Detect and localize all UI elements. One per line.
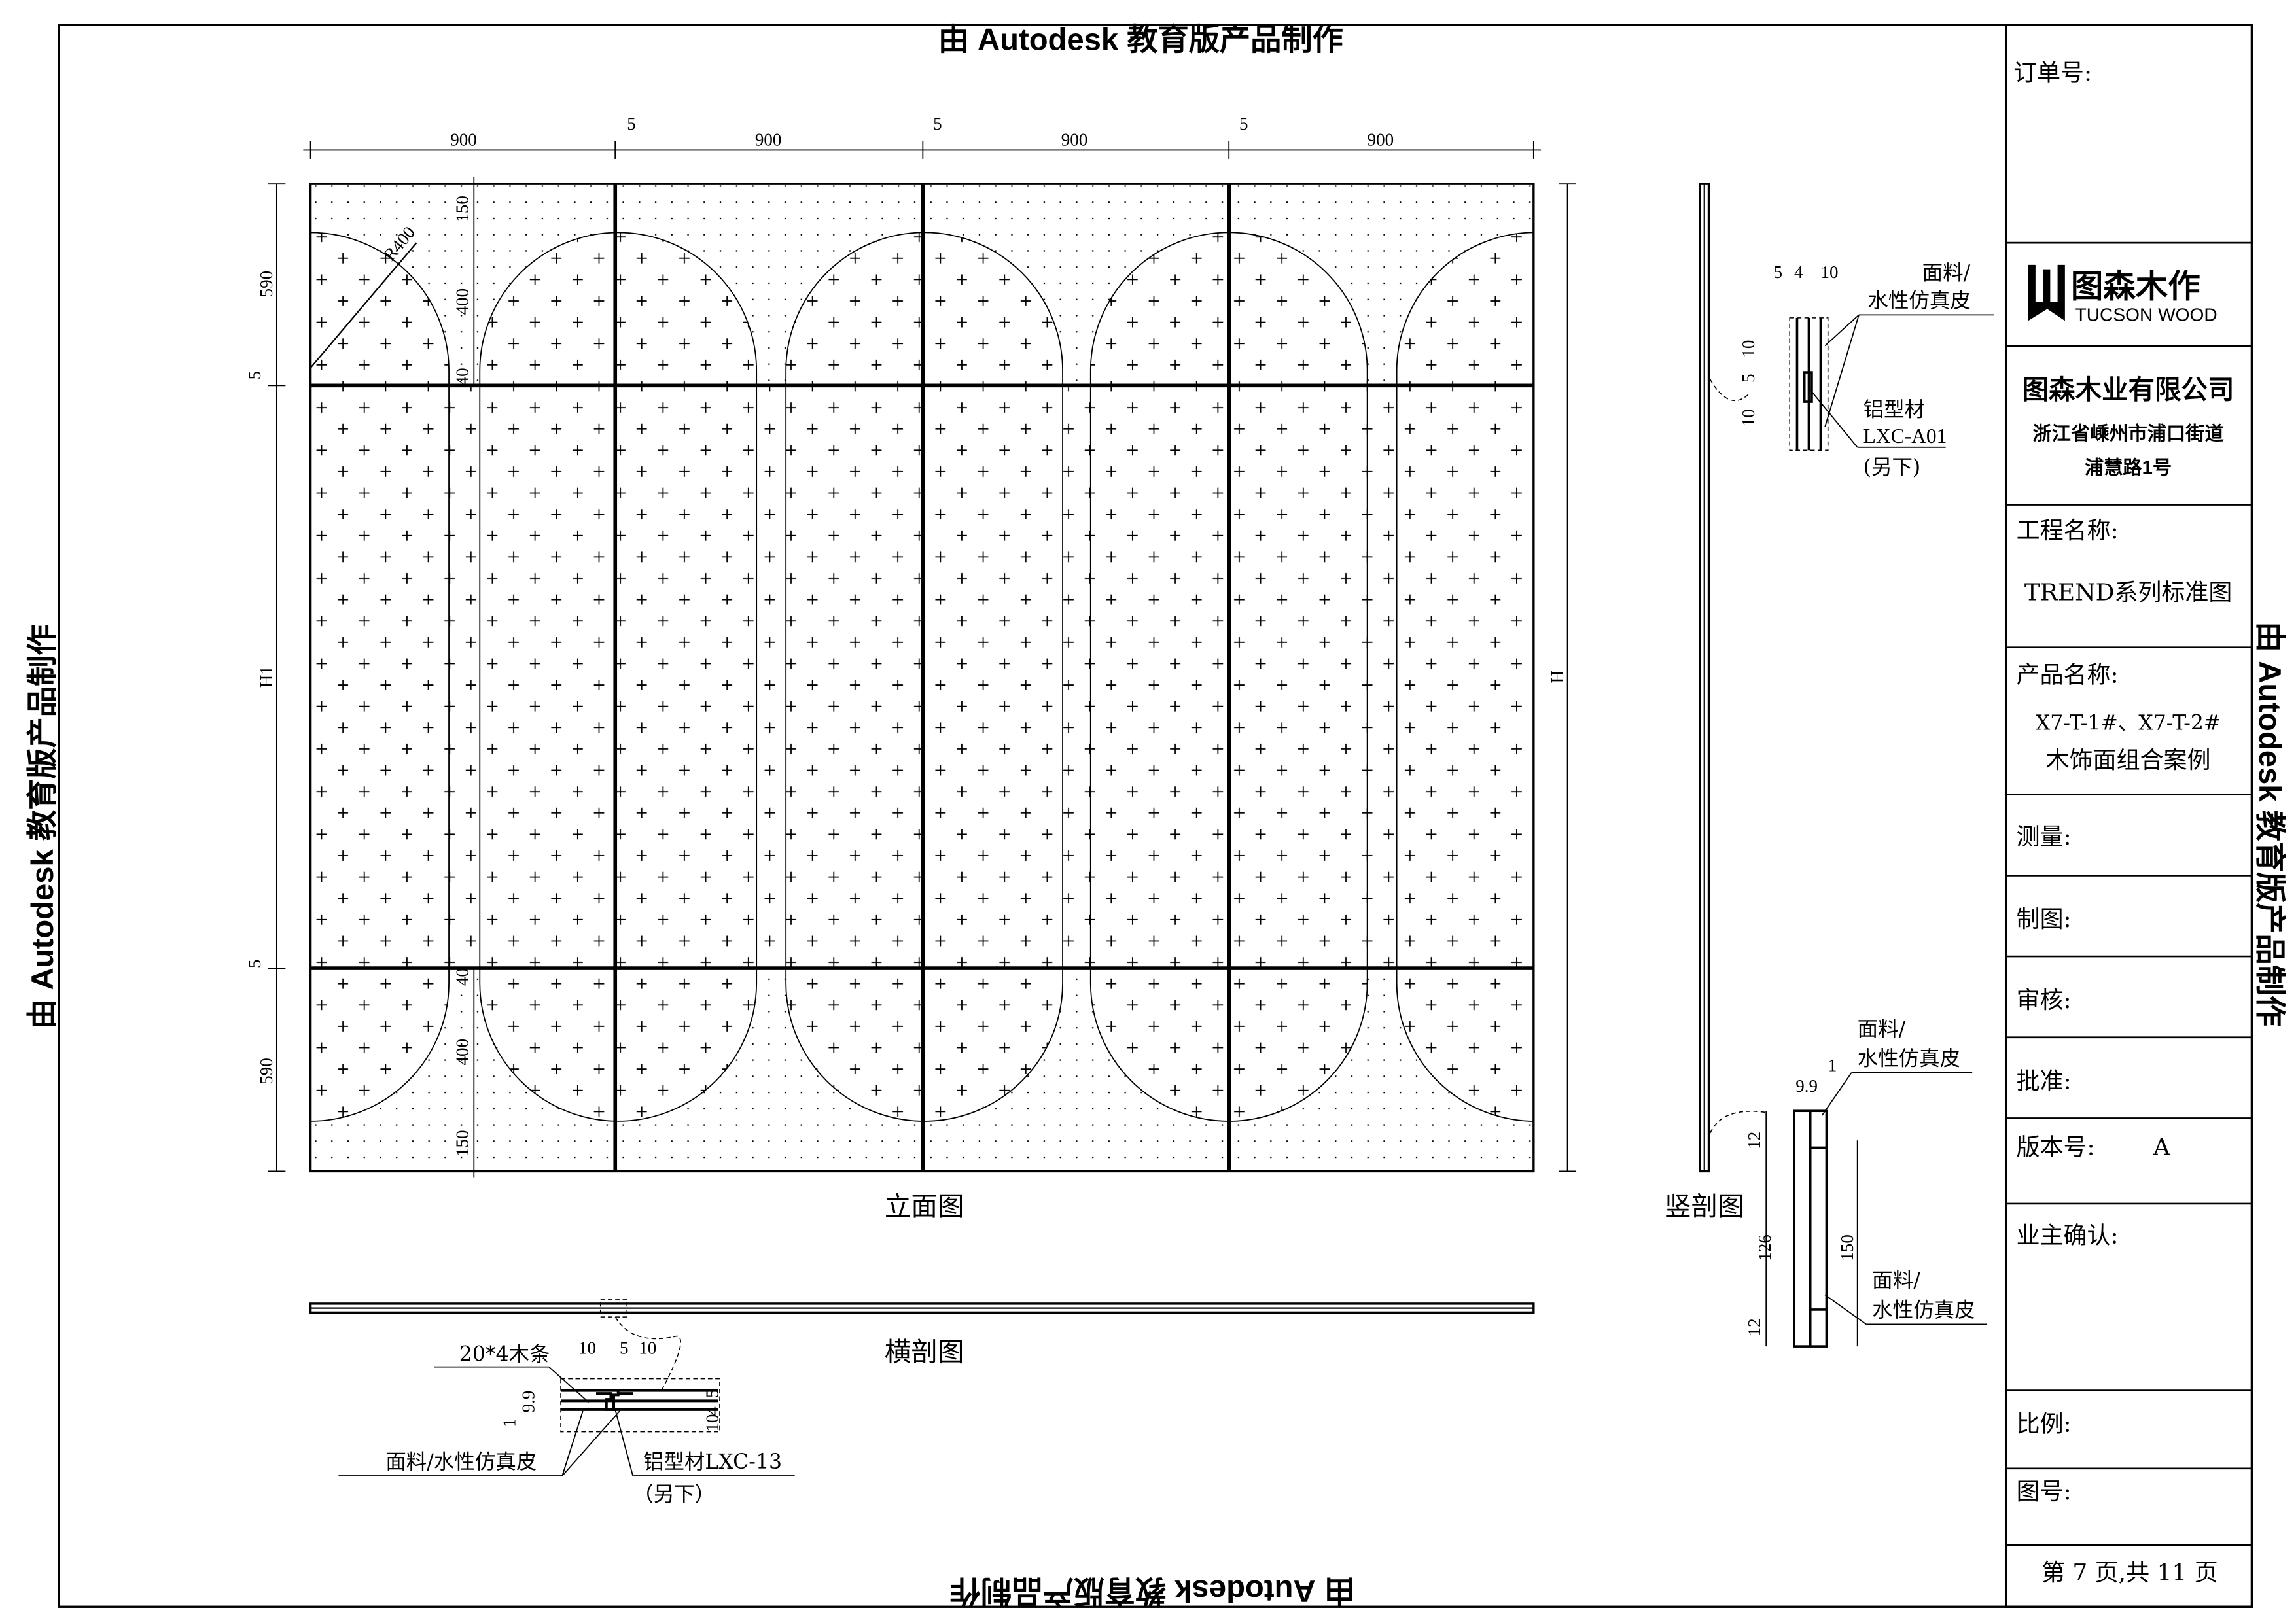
vsec-profile-label-1: 铝型材 — [1863, 398, 1925, 422]
horizontal-section: 20*4木条 10 5 10 1 9.9 10 4 5 面料/水性仿真皮 铝型材… — [309, 1299, 1535, 1506]
hsec-dim-top-3: 10 — [639, 1338, 656, 1357]
hsec-dim-right-1: 10 — [703, 1414, 722, 1432]
elevation-title: 立面图 — [885, 1191, 964, 1222]
vsec-dim-left-3: 10 — [1739, 409, 1758, 427]
company-name: 图森木业有限公司 — [2022, 375, 2234, 405]
dim-inner-bottom-40: 40 — [452, 968, 472, 986]
horizontal-section-title: 横剖图 — [885, 1336, 964, 1368]
hsec-face-label: 面料/水性仿真皮 — [385, 1450, 537, 1474]
scale-label: 比例: — [2017, 1411, 2072, 1438]
vertical-section: 5 4 10 10 5 10 面料/ 水性仿真皮 铝型材 LXC-A01 (另下… — [1665, 183, 1994, 1348]
dim-900-3: 900 — [1061, 130, 1087, 150]
dim-left-top: 590 — [256, 271, 276, 297]
dim-900-2: 900 — [755, 130, 781, 150]
dim-gap-3: 5 — [1239, 114, 1248, 133]
company-address-1: 浙江省嵊州市浦口街道 — [2032, 423, 2223, 445]
drawn-label: 制图: — [2017, 906, 2072, 933]
product-label: 产品名称: — [2017, 662, 2119, 689]
version-label: 版本号: — [2017, 1134, 2095, 1161]
owner-confirm-label: 业主确认: — [2017, 1223, 2119, 1249]
vsec-dim-top-2: 4 — [1794, 262, 1803, 282]
vsec-b-face-b1: 面料/ — [1872, 1269, 1920, 1293]
hsec-dim-left-1: 1 — [499, 1418, 519, 1427]
project-value: TREND系列标准图 — [2024, 580, 2232, 606]
dim-900-4: 900 — [1368, 130, 1394, 150]
hsec-dim-left-2: 9.9 — [519, 1391, 539, 1413]
dim-left-gap-bottom: 5 — [245, 960, 264, 968]
dim-gap-1: 5 — [627, 114, 636, 133]
elevation-view: R400 900 900 900 900 5 5 5 590 5 H1 5 59… — [245, 114, 1577, 1222]
vsec-face-label-2: 水性仿真皮 — [1867, 289, 1970, 313]
approve-label: 批准: — [2017, 1068, 2072, 1094]
dim-inner-bottom-400: 400 — [452, 1039, 472, 1065]
tucson-logo: 图森木作 TUCSON WOOD — [2028, 264, 2217, 324]
hsec-profile-note: （另下） — [633, 1482, 715, 1506]
project-label: 工程名称: — [2017, 517, 2119, 544]
top-dimension-line — [268, 141, 1577, 1178]
svg-text:TUCSON WOOD: TUCSON WOOD — [2075, 304, 2217, 324]
dim-900-1: 900 — [450, 130, 476, 150]
vsec-b-face-b2: 水性仿真皮 — [1872, 1299, 1975, 1322]
title-block: 订单号: 图森木作 TUCSON WOOD 图森木业有限公司 浙江省嵊州市浦口街… — [2005, 24, 2253, 1608]
vsec-b-dim-12-top: 12 — [1744, 1132, 1764, 1149]
vsec-b-face-2: 水性仿真皮 — [1858, 1047, 1960, 1071]
review-label: 审核: — [2017, 987, 2072, 1014]
vsec-profile-label-2: LXC-A01 — [1863, 425, 1947, 447]
dim-left-gap-top: 5 — [245, 371, 264, 379]
wood-strip-label: 20*4木条 — [459, 1343, 550, 1367]
hsec-dim-top-2: 5 — [620, 1338, 629, 1357]
watermark-bottom: 由 Autodesk 教育版产品制作 — [950, 1573, 1355, 1608]
watermark-top: 由 Autodesk 教育版产品制作 — [938, 22, 1343, 57]
dim-inner-top-150: 150 — [452, 196, 472, 222]
vsec-b-face-1: 面料/ — [1858, 1018, 1906, 1041]
version-value: A — [2153, 1134, 2171, 1161]
vsec-b-dim-12-bottom: 12 — [1744, 1318, 1764, 1336]
vertical-section-title: 竖剖图 — [1665, 1191, 1744, 1222]
dim-left-bottom: 590 — [256, 1058, 276, 1084]
hsec-profile-label: 铝型材LXC-13 — [643, 1450, 782, 1474]
vsec-profile-note: (另下) — [1863, 455, 1921, 479]
vsec-b-dim-1: 1 — [1828, 1056, 1837, 1075]
vsec-b-dim-150: 150 — [1837, 1234, 1857, 1261]
hsec-dim-right-2: 4 — [703, 1406, 722, 1416]
arch-outlines — [310, 232, 1534, 1122]
dim-inner-top-40: 40 — [452, 368, 472, 385]
dim-inner-bottom-150: 150 — [452, 1130, 472, 1156]
measure-label: 测量: — [2017, 824, 2072, 850]
svg-text:图森木作: 图森木作 — [2071, 268, 2200, 304]
vsec-b-dim-126: 126 — [1755, 1234, 1775, 1261]
dim-right-h: H — [1547, 671, 1567, 683]
order-no-label: 订单号: — [2013, 60, 2092, 87]
company-address-2: 浦慧路1号 — [2085, 457, 2172, 478]
watermark-left: 由 Autodesk 教育版产品制作 — [26, 625, 60, 1030]
drawing-no-label: 图号: — [2017, 1478, 2072, 1505]
watermark-right: 由 Autodesk 教育版产品制作 — [2252, 621, 2287, 1026]
hsec-dim-right-3: 5 — [703, 1389, 722, 1397]
product-value-2: 木饰面组合案例 — [2046, 747, 2211, 774]
product-value-1: X7-T-1#、X7-T-2# — [2036, 712, 2221, 735]
vsec-dim-left-1: 10 — [1739, 340, 1758, 358]
dim-left-h1: H1 — [256, 666, 276, 688]
page-indicator: 第 7 页,共 11 页 — [2041, 1560, 2218, 1586]
dim-gap-2: 5 — [933, 114, 942, 133]
hsec-dim-top-1: 10 — [578, 1338, 596, 1357]
vsec-dim-top-1: 5 — [1773, 262, 1782, 282]
logo-mark-icon — [2028, 264, 2065, 321]
dim-inner-top-400: 400 — [452, 288, 472, 315]
vsec-b-dim-99: 9.9 — [1795, 1076, 1818, 1096]
vsec-face-label-1: 面料/ — [1922, 261, 1971, 285]
vsec-dim-left-2: 5 — [1739, 374, 1758, 382]
vsec-dim-top-3: 10 — [1820, 262, 1838, 282]
